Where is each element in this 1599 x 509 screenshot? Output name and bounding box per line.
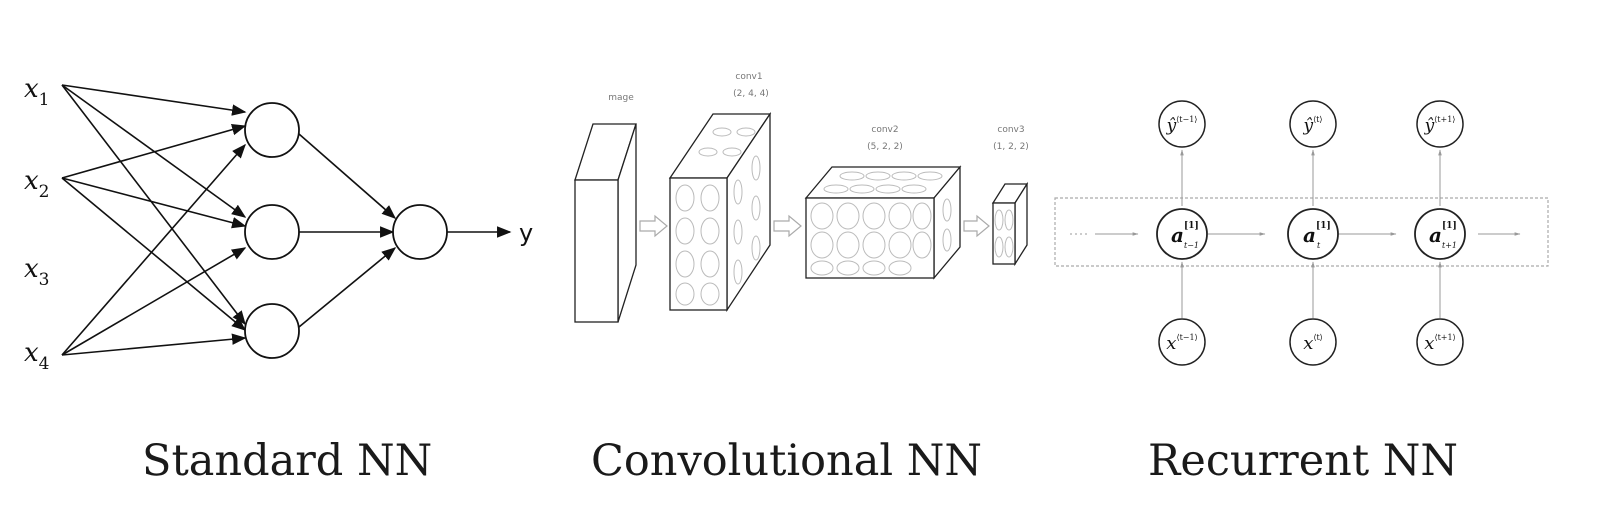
svg-text:t: t <box>1317 241 1321 250</box>
output-label: y <box>519 219 533 247</box>
layer-dims-conv3: (1, 2, 2) <box>993 142 1029 152</box>
flow-arrow-2 <box>773 214 802 238</box>
svg-text:[1]: [1] <box>1184 221 1199 231</box>
conv1-block <box>668 111 772 313</box>
input-image-slab <box>574 123 637 323</box>
svg-text:x⟨t+1⟩: x⟨t+1⟩ <box>1424 333 1455 354</box>
rnn-output-node-3: ŷ⟨t+1⟩ <box>1416 100 1464 148</box>
conv3-block <box>991 181 1029 267</box>
standard-nn: x1 x2 x3 x4 <box>24 74 533 374</box>
recurrent-nn: ŷ⟨t−1⟩ ŷ⟨t⟩ ŷ⟨t+1⟩ a [1] t−1 a [1] t a [… <box>1054 100 1549 366</box>
hidden-node-3 <box>244 303 300 359</box>
svg-text:ŷ⟨t−1⟩: ŷ⟨t−1⟩ <box>1166 115 1198 136</box>
rnn-hidden-node-2: a [1] t <box>1287 208 1339 260</box>
svg-text:ŷ⟨t+1⟩: ŷ⟨t+1⟩ <box>1424 115 1456 136</box>
svg-text:t−1: t−1 <box>1184 241 1199 250</box>
rnn-input-node-1: x⟨t−1⟩ <box>1158 318 1206 366</box>
svg-text:t+1: t+1 <box>1442 241 1457 250</box>
svg-text:x4: x4 <box>24 338 50 374</box>
hidden-output-edges <box>298 133 397 328</box>
caption-recurrent-nn: Recurrent NN <box>1148 436 1459 486</box>
conv-nn: mage conv1 (2, 4, 4) <box>574 72 1029 323</box>
hidden-node-1 <box>244 102 300 158</box>
layer-label-image: mage <box>608 93 634 103</box>
svg-text:a: a <box>1429 223 1442 247</box>
layer-label-conv1: conv1 <box>735 72 762 82</box>
svg-text:ŷ⟨t⟩: ŷ⟨t⟩ <box>1302 115 1322 136</box>
input-label-x4: x4 <box>24 338 50 374</box>
rnn-hidden-node-1: a [1] t−1 <box>1156 208 1208 260</box>
flow-arrow-1 <box>639 214 668 238</box>
rnn-output-node-2: ŷ⟨t⟩ <box>1289 100 1337 148</box>
rnn-output-node-1: ŷ⟨t−1⟩ <box>1158 100 1206 148</box>
input-label-x1: x1 <box>24 74 50 110</box>
svg-text:x3: x3 <box>24 254 50 290</box>
output-node <box>392 204 448 260</box>
svg-text:a: a <box>1303 223 1316 247</box>
caption-convolutional-nn: Convolutional NN <box>591 436 983 486</box>
layer-dims-conv1: (2, 4, 4) <box>733 89 769 99</box>
input-hidden-edges <box>61 84 247 356</box>
svg-text:[1]: [1] <box>1442 221 1457 231</box>
rnn-input-node-3: x⟨t+1⟩ <box>1416 318 1464 366</box>
layer-label-conv2: conv2 <box>871 125 898 135</box>
rnn-hidden-node-3: a [1] t+1 <box>1414 208 1466 260</box>
input-label-x2: x2 <box>24 166 50 202</box>
svg-text:x1: x1 <box>24 74 50 110</box>
rnn-hidden-band <box>1054 197 1549 267</box>
conv2-block <box>804 165 962 280</box>
rnn-input-node-2: x⟨t⟩ <box>1289 318 1337 366</box>
layer-dims-conv2: (5, 2, 2) <box>867 142 903 152</box>
caption-standard-nn: Standard NN <box>142 436 433 486</box>
svg-text:x2: x2 <box>24 166 50 202</box>
svg-text:[1]: [1] <box>1316 221 1331 231</box>
svg-text:a: a <box>1171 223 1184 247</box>
layer-label-conv3: conv3 <box>997 125 1024 135</box>
svg-text:x⟨t⟩: x⟨t⟩ <box>1303 333 1323 354</box>
input-label-x3: x3 <box>24 254 50 290</box>
svg-text:x⟨t−1⟩: x⟨t−1⟩ <box>1166 333 1197 354</box>
flow-arrow-3 <box>963 214 990 238</box>
rnn-vertical-arrows <box>1180 149 1442 318</box>
hidden-node-2 <box>244 204 300 260</box>
